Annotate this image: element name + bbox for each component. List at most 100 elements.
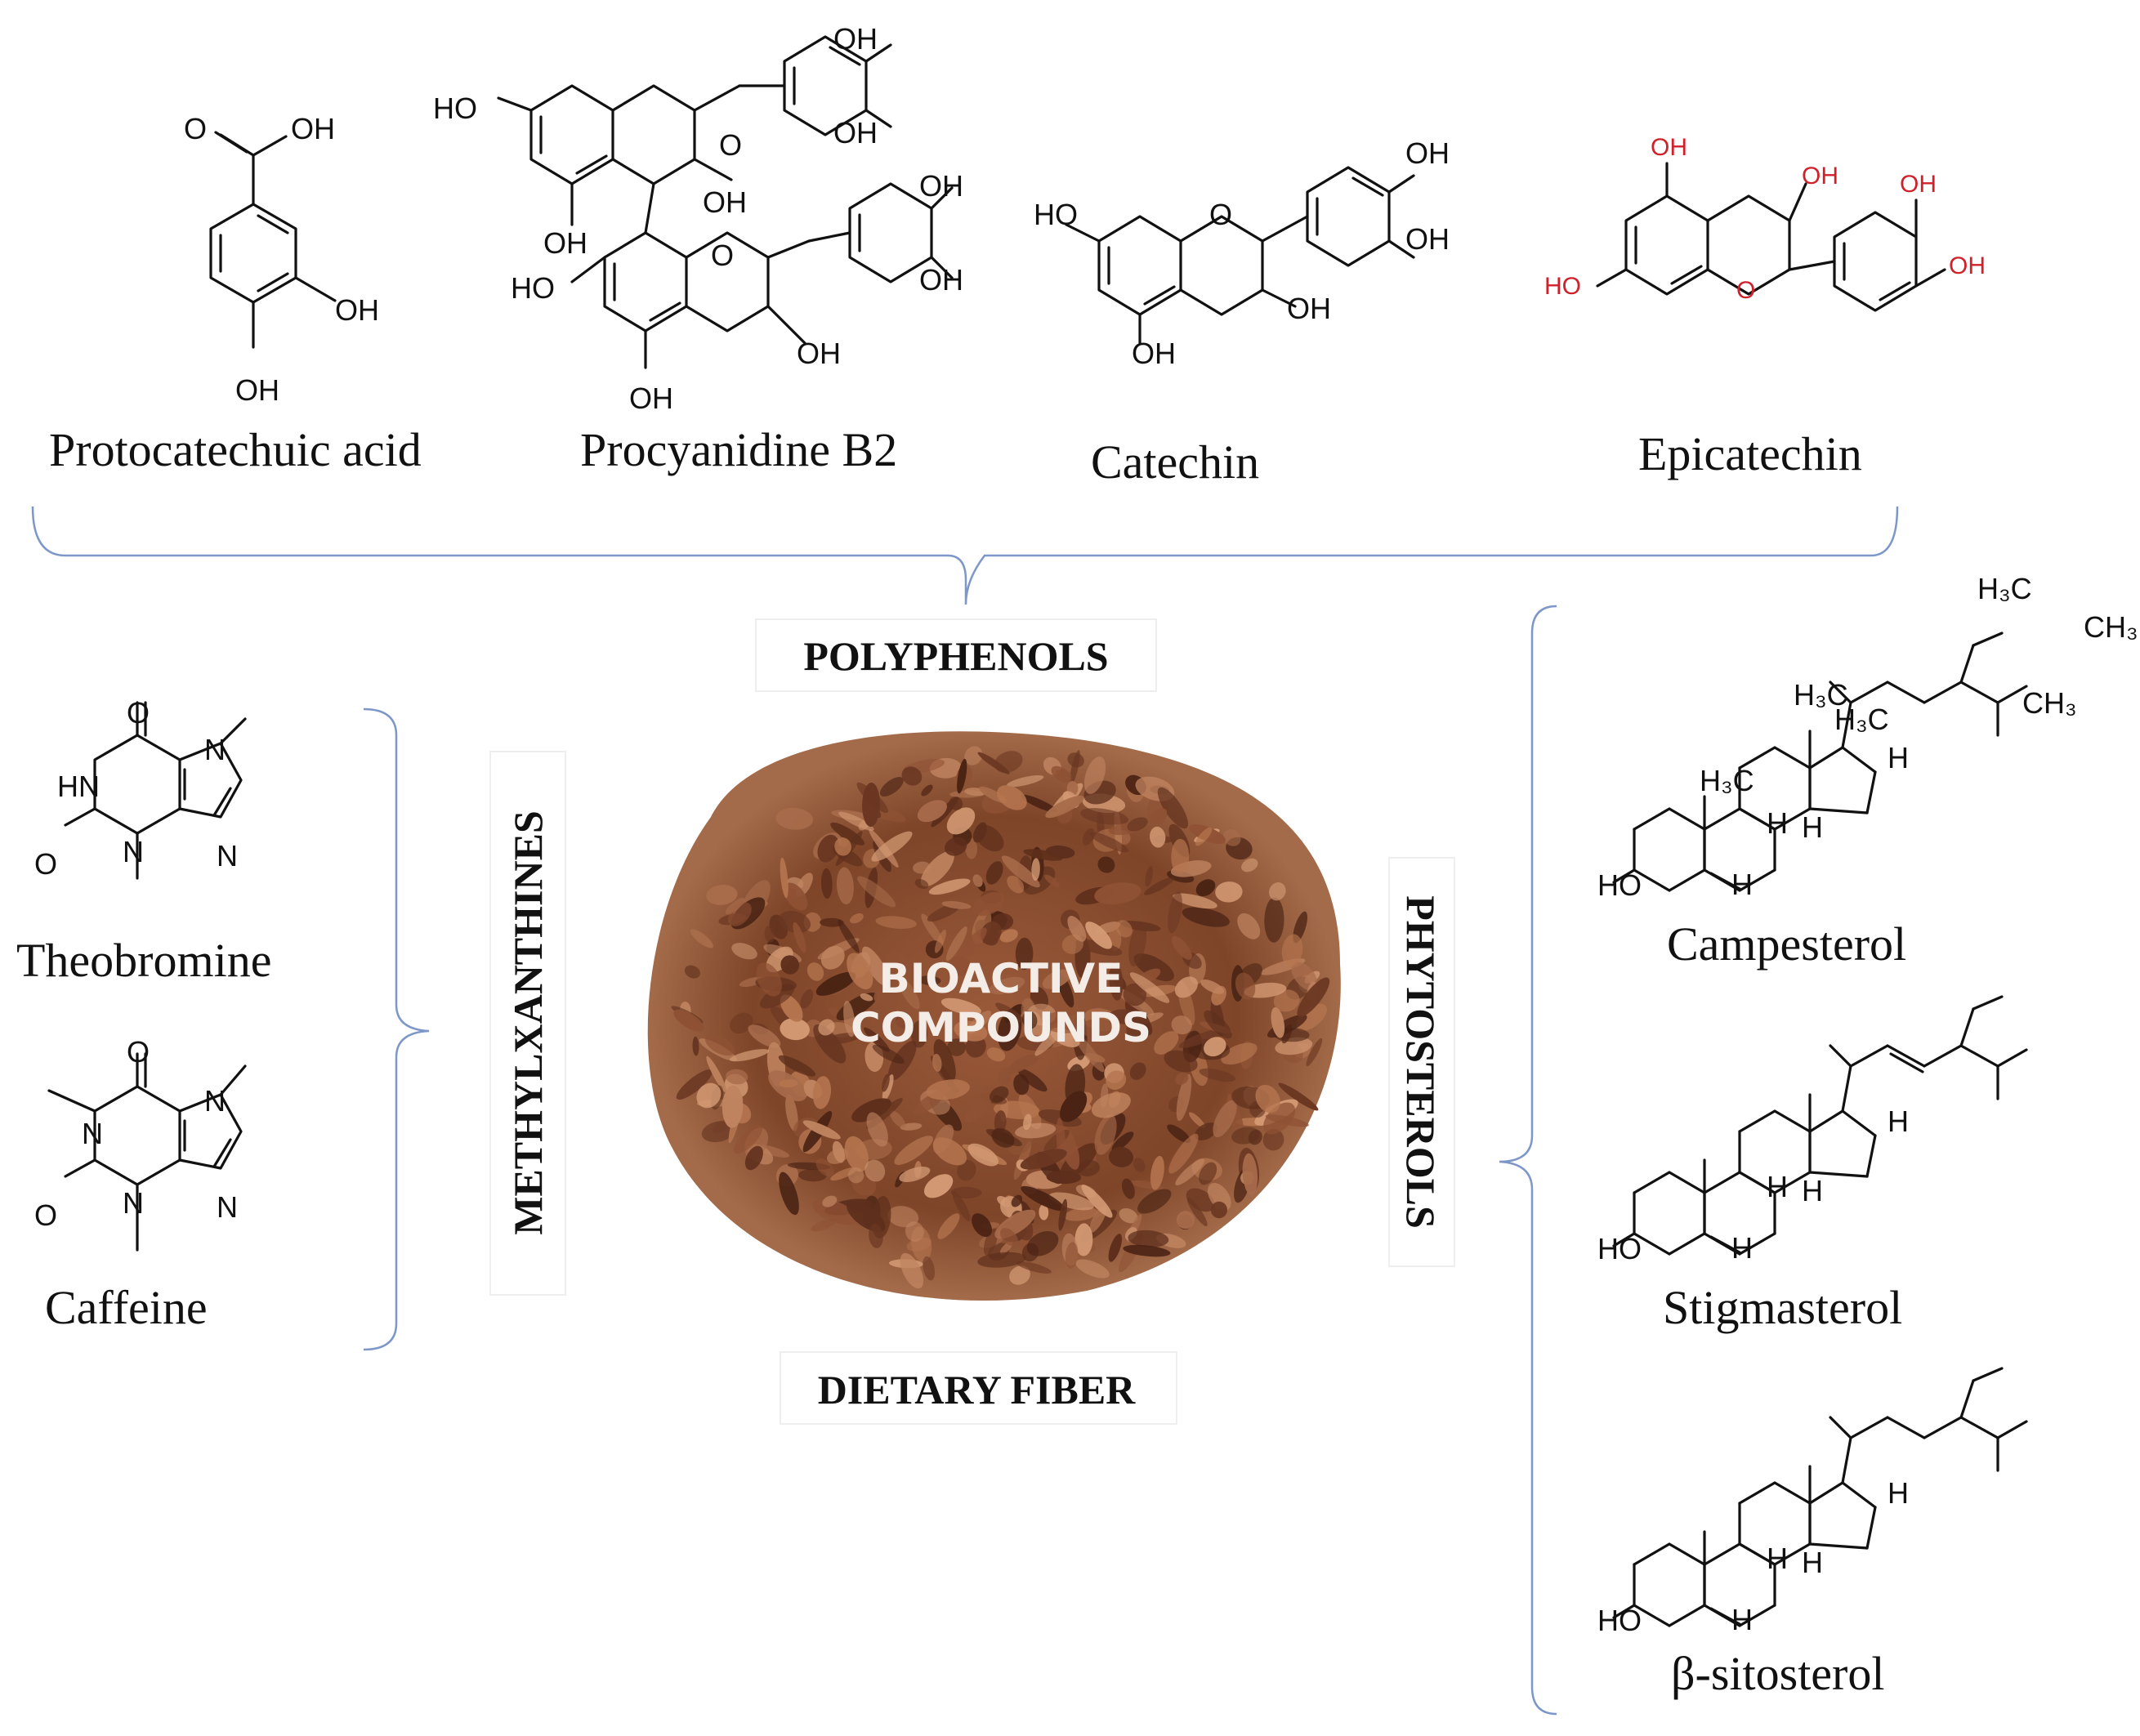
shell-flake [937, 1213, 960, 1239]
bond [1959, 1379, 1975, 1419]
shell-flake [1021, 1185, 1066, 1212]
bond [1738, 807, 1776, 831]
shell-flake [815, 1158, 834, 1177]
bond [1996, 685, 2028, 704]
shell-flake [1106, 1070, 1127, 1091]
caffeine-structure: O N N N O N [34, 1035, 247, 1252]
bond [1886, 1416, 1926, 1439]
compound-label-beta-sitosterol: β-sitosterol [1671, 1647, 1884, 1700]
shell-flake [856, 782, 888, 814]
polyphenols-brace [31, 506, 1899, 605]
shell-flake [921, 784, 933, 797]
bond [1709, 872, 1741, 890]
shell-flake [1074, 939, 1123, 956]
bond [1972, 1367, 2004, 1382]
shell-flake [1200, 979, 1224, 994]
phytosterols-brace [1499, 605, 1557, 1716]
shell-flake [851, 1098, 891, 1122]
bond [1738, 868, 1776, 892]
shell-flake [972, 892, 1005, 917]
shell-flake [1174, 976, 1198, 998]
shell-flake [1009, 1265, 1030, 1285]
shell-flake [1255, 1084, 1280, 1113]
shell-flake [838, 811, 874, 831]
shell-flake [989, 976, 1025, 995]
shell-flake [778, 1055, 816, 1077]
bond [1633, 1542, 1671, 1566]
shell-flake [847, 1167, 864, 1184]
bond [1808, 1109, 1844, 1133]
shell-flake [690, 929, 713, 948]
shell-flake [1109, 962, 1124, 1001]
shell-flake [1108, 1234, 1123, 1262]
shell-flake [923, 1174, 954, 1198]
shell-flake [1111, 1131, 1134, 1152]
bond [1738, 1109, 1776, 1133]
center-title-line2: COMPOUNDS [851, 1004, 1151, 1051]
oh-atom: OH [833, 22, 878, 56]
bond [1738, 1171, 1776, 1194]
shell-flake [1269, 882, 1286, 901]
polyphenols-label-box [755, 618, 1157, 692]
bond [1829, 1416, 1852, 1439]
shell-flake [1045, 795, 1084, 819]
o-atom: O [34, 1198, 57, 1232]
shell-flake [1168, 1133, 1199, 1174]
shell-flake [941, 901, 972, 909]
bond [1865, 1134, 1877, 1178]
h-atom: H [1731, 1603, 1753, 1636]
o-atom: O [34, 847, 57, 881]
shell-flake [826, 1148, 849, 1164]
shell-flake [1178, 1029, 1226, 1048]
shell-flake [873, 987, 898, 1006]
oh-atom: OH [1287, 292, 1331, 325]
compound-label-procyanidine-b2: Procyanidine B2 [580, 423, 897, 476]
shell-flake [1273, 989, 1300, 1012]
bond [1668, 1171, 1706, 1194]
shell-flake [898, 977, 920, 1010]
ch3-atom: CH₃ [2084, 610, 2138, 644]
shell-flake [1175, 1072, 1189, 1085]
shell-flake [785, 1094, 798, 1131]
procyanidine-b2-structure: HO O OH OH OH OH HO O OH OH OH OH [433, 22, 963, 415]
shell-flake [1007, 1054, 1036, 1074]
polyphenols-label: POLYPHENOLS [803, 633, 1108, 679]
n-atom: N [204, 1084, 226, 1118]
oh-atom: OH [1405, 222, 1450, 256]
shell-flake [726, 1069, 748, 1085]
shell-flake [779, 1079, 798, 1088]
h-atom: H [1888, 1105, 1909, 1138]
shell-flake [981, 921, 1002, 944]
shell-flake [1007, 774, 1044, 788]
bond [1738, 1604, 1776, 1627]
shell-flake [820, 945, 845, 970]
bond [1808, 1542, 1869, 1550]
shell-flake [928, 878, 971, 895]
shell-flake [780, 1018, 810, 1041]
shell-flake [1001, 855, 1040, 888]
shell-flake [1021, 1011, 1038, 1029]
shell-flake [1173, 893, 1217, 909]
shell-flake [780, 955, 800, 975]
shell-flake [860, 993, 873, 1002]
shell-flake [1011, 1194, 1023, 1207]
shell-flake [1088, 832, 1129, 853]
o-atom: O [127, 696, 150, 730]
shell-flake [847, 953, 873, 990]
shell-flake [1042, 1011, 1086, 1033]
shell-flake [1167, 1124, 1191, 1143]
shell-flake [1154, 1031, 1179, 1055]
shell-flake [673, 1009, 704, 1032]
o-atom: O [1736, 277, 1755, 304]
bond [1841, 1109, 1877, 1137]
shell-flake [1221, 1042, 1258, 1065]
methylxanthines-label-box [489, 751, 566, 1296]
shell-flake [1168, 891, 1182, 934]
cocoa-shell-image [647, 731, 1341, 1301]
bond [1773, 1171, 1812, 1194]
shell-flake [775, 807, 814, 830]
shell-flake [1150, 1155, 1164, 1190]
shell-flake [778, 911, 811, 934]
shell-flake [1058, 1198, 1067, 1231]
